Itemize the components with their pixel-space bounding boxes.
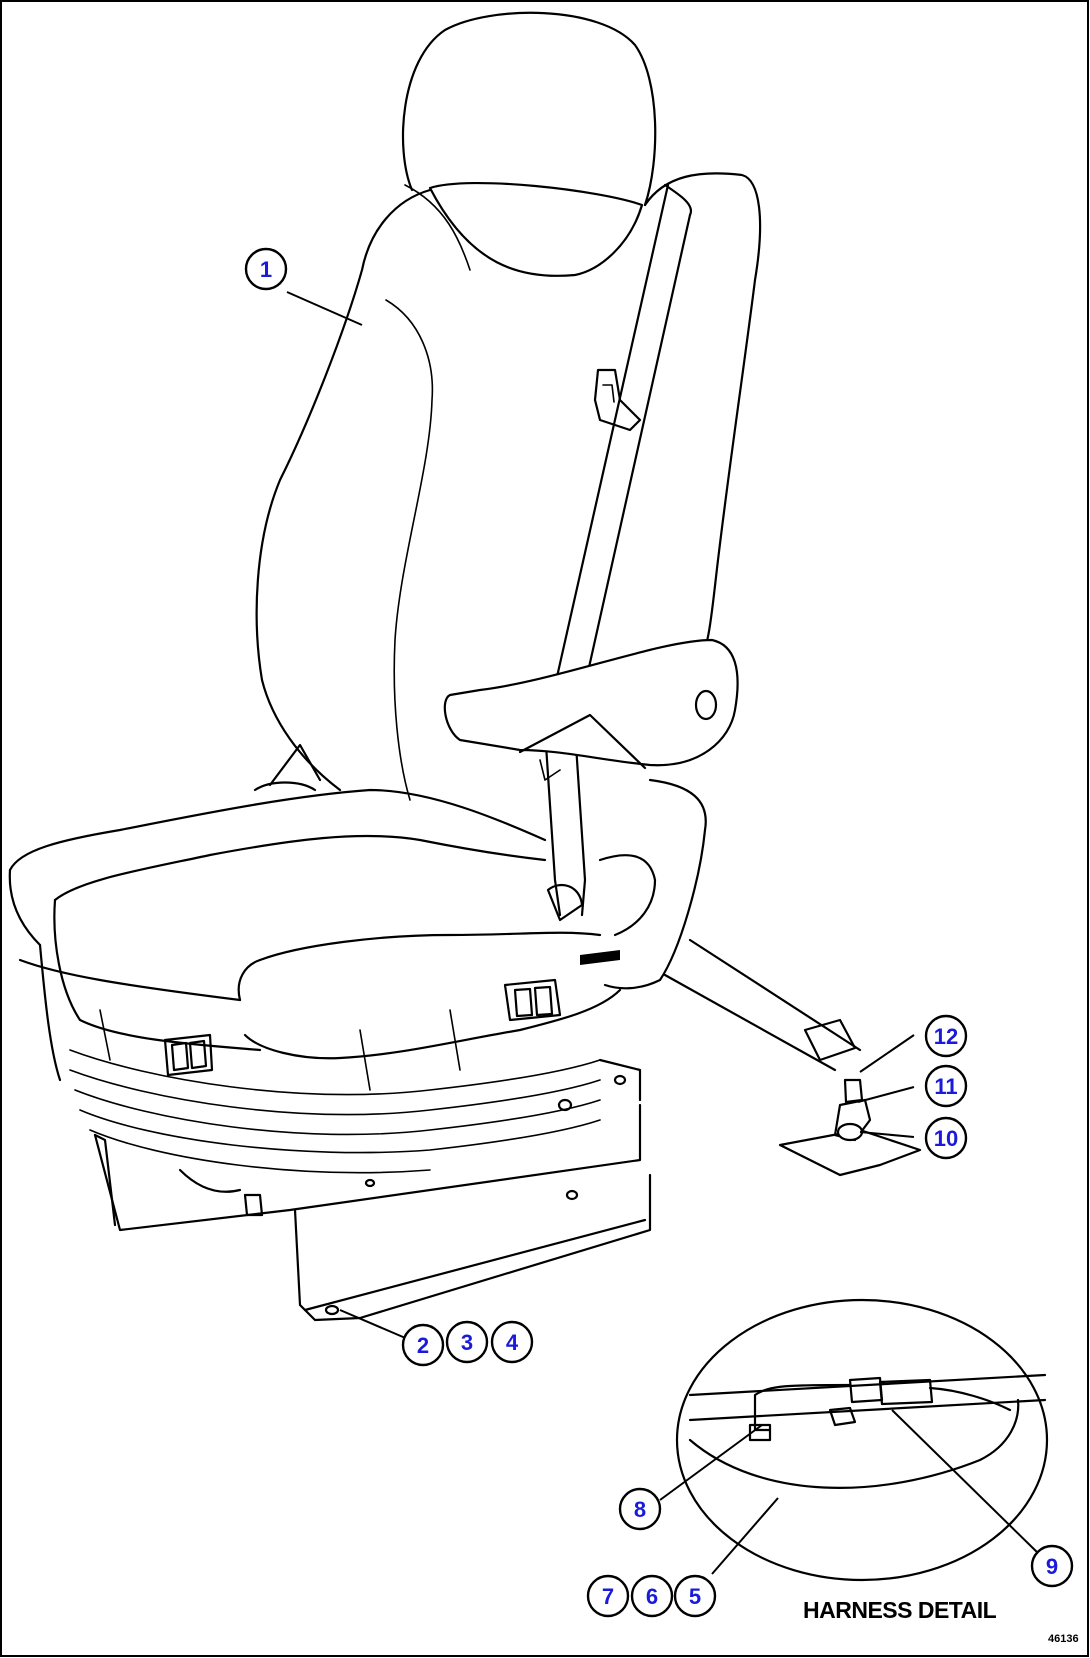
callout-label: 6 [646, 1584, 658, 1609]
callout-label: 7 [602, 1584, 614, 1609]
callout-label: 10 [934, 1126, 958, 1151]
callout-5: 5 [673, 1574, 717, 1618]
callout-label: 1 [260, 257, 272, 282]
seat-cushion [8, 778, 707, 1091]
callout-12: 12 [924, 1014, 968, 1058]
callout-8: 8 [618, 1487, 662, 1531]
callout-9: 9 [1030, 1544, 1074, 1588]
seat-base [93, 1058, 652, 1322]
callout-label: 4 [506, 1330, 519, 1355]
callout-3: 3 [445, 1320, 489, 1364]
callout-11: 11 [924, 1064, 968, 1108]
callout-label: 11 [934, 1074, 957, 1099]
callout-label: 8 [634, 1497, 646, 1522]
suspension-bellows [69, 1049, 601, 1174]
callout-label: 12 [934, 1024, 958, 1049]
callout-7: 7 [586, 1574, 630, 1618]
callout-10: 10 [924, 1116, 968, 1160]
callout-label: 3 [461, 1330, 473, 1355]
callout-1: 1 [244, 247, 288, 291]
leader-lines [286, 291, 1041, 1575]
figure-reference-number: 46136 [1048, 1633, 1079, 1645]
harness-detail [675, 1298, 1049, 1582]
callout-4: 4 [490, 1320, 534, 1364]
callout-label: 2 [417, 1333, 429, 1358]
callout-6: 6 [630, 1574, 674, 1618]
harness-detail-caption: HARNESS DETAIL [803, 1597, 997, 1623]
seat-back [253, 11, 762, 801]
seat-belt [543, 183, 862, 1072]
belt-anchor [778, 1078, 922, 1177]
armrest [443, 638, 739, 781]
callout-label: 5 [689, 1584, 701, 1609]
callout-2: 2 [401, 1323, 445, 1367]
callout-label: 9 [1046, 1554, 1058, 1579]
